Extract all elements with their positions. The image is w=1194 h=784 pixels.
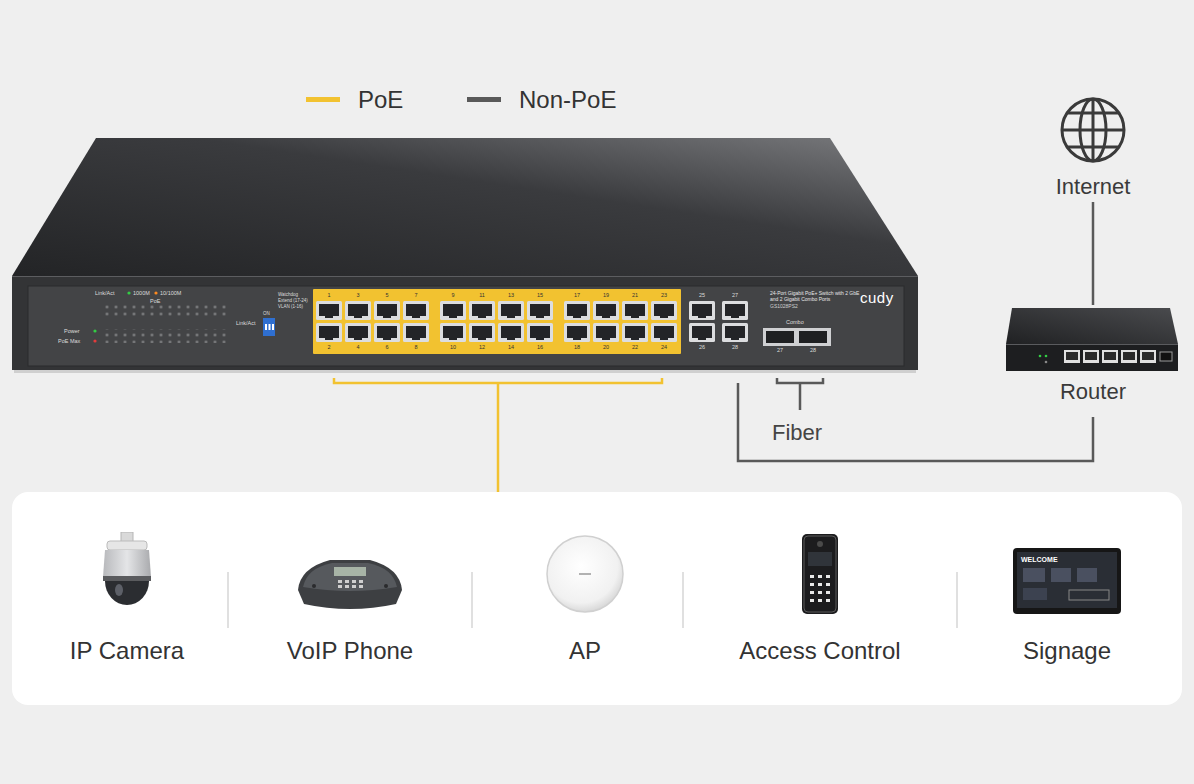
node-label: Internet xyxy=(1040,174,1146,200)
legend-swatch xyxy=(306,97,340,102)
poe-switch: 24-Port Gigabit PoE+ Switch with 2 GbE a… xyxy=(12,137,918,383)
switch-illustration xyxy=(12,137,918,383)
port-number: 20 xyxy=(596,344,616,351)
port-number: 9 xyxy=(443,292,463,299)
globe-icon xyxy=(1040,94,1146,174)
port-number: 24 xyxy=(654,344,674,351)
device-label: Signage xyxy=(967,637,1167,665)
device-card: AP xyxy=(485,532,685,682)
device-label: VoIP Phone xyxy=(250,637,450,665)
legend-swatch xyxy=(467,97,501,102)
port-number: 18 xyxy=(567,344,587,351)
port-number: 16 xyxy=(530,344,550,351)
port-number: 25 xyxy=(692,292,712,299)
dip-label: ON xyxy=(263,311,270,318)
dip-label: Extend (17-24) xyxy=(278,298,308,305)
port-number: 10 xyxy=(443,344,463,351)
led-label: PoE Max xyxy=(58,338,80,346)
connector-line xyxy=(1092,202,1095,305)
port-number: 6 xyxy=(377,344,397,351)
node-label: Router xyxy=(1000,379,1186,405)
signage-icon xyxy=(1007,532,1127,617)
port-number: 19 xyxy=(596,292,616,299)
port-number: 22 xyxy=(625,344,645,351)
internet-node: Internet xyxy=(1040,94,1146,202)
led-label: Power xyxy=(64,328,80,336)
access-point-icon xyxy=(525,532,645,617)
device-label: IP Camera xyxy=(27,637,227,665)
legend-label: Non-PoE xyxy=(519,86,616,114)
ip-camera-icon xyxy=(67,532,187,617)
device-card: IP Camera xyxy=(27,532,227,682)
poe-bracket xyxy=(334,378,662,383)
device-label: AP xyxy=(485,637,685,665)
port-number: 14 xyxy=(501,344,521,351)
port-number: 2 xyxy=(319,344,339,351)
port-number: 12 xyxy=(472,344,492,351)
port-number: 15 xyxy=(530,292,550,299)
port-number: 3 xyxy=(348,292,368,299)
router-node: Router xyxy=(1000,305,1186,417)
model-number: GS1028PS2 xyxy=(770,303,862,309)
device-card: Access Control xyxy=(720,532,920,682)
port-number: 23 xyxy=(654,292,674,299)
fiber-label: Fiber xyxy=(772,421,822,445)
device-card: VoIP Phone xyxy=(250,532,450,682)
led-label: Link/Act xyxy=(236,320,256,328)
port-number: 28 xyxy=(803,347,823,354)
switch-text-column: 24-Port Gigabit PoE+ Switch with 2 GbE a… xyxy=(770,290,862,309)
voip-phone-icon xyxy=(290,532,410,617)
port-number: 5 xyxy=(377,292,397,299)
port-number: 1 xyxy=(319,292,339,299)
led-label: Link/Act xyxy=(95,290,115,298)
port-number: 4 xyxy=(348,344,368,351)
access-control-icon xyxy=(760,532,880,617)
led-label: 1000M xyxy=(133,290,150,298)
port-number: 7 xyxy=(406,292,426,299)
port-number: 27 xyxy=(770,347,790,354)
brand-logo: cudy xyxy=(860,289,894,307)
port-number: 21 xyxy=(625,292,645,299)
fiber-bracket xyxy=(777,378,823,410)
connector-line xyxy=(738,383,1093,461)
led-label: 10/100M xyxy=(160,290,181,298)
screen-text: WELCOME xyxy=(1021,555,1058,564)
led-label: PoE xyxy=(150,298,160,306)
device-card: Signage xyxy=(967,532,1167,682)
port-number: 17 xyxy=(567,292,587,299)
port-number: 13 xyxy=(501,292,521,299)
dip-label: VLAN (1-16) xyxy=(278,304,303,311)
dip-label: Watchdog xyxy=(278,292,298,299)
port-number: 28 xyxy=(725,344,745,351)
port-number: 26 xyxy=(692,344,712,351)
switch-description: 24-Port Gigabit PoE+ Switch with 2 GbE a… xyxy=(770,290,862,302)
device-panel: IP Camera VoIP Phone AP xyxy=(12,492,1182,705)
connector-line xyxy=(497,383,500,492)
port-number: 8 xyxy=(406,344,426,351)
legend-label: PoE xyxy=(358,86,403,114)
combo-label: Combo xyxy=(786,319,804,327)
port-number: 27 xyxy=(725,292,745,299)
router-illustration xyxy=(1000,305,1186,375)
device-label: Access Control xyxy=(720,637,920,665)
port-number: 11 xyxy=(472,292,492,299)
